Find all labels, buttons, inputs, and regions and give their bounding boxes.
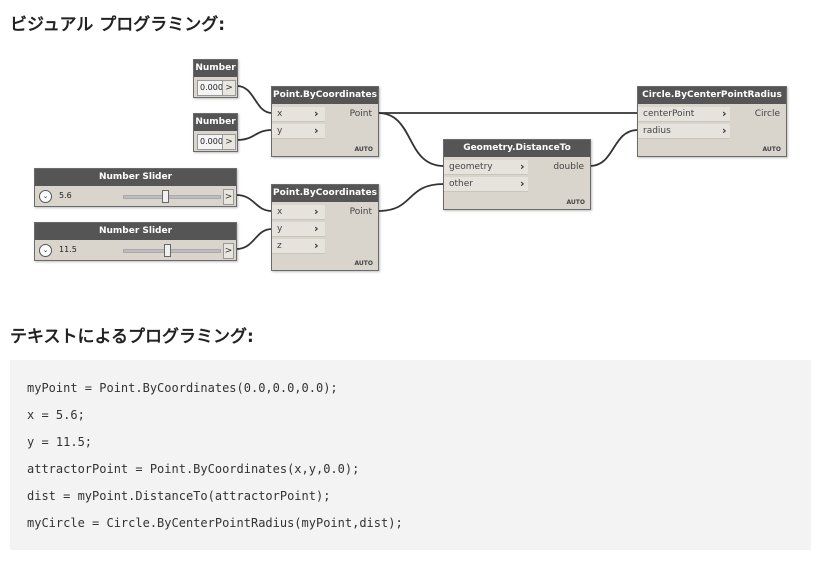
input-port-z[interactable]: z › <box>277 239 319 252</box>
chevron-right-icon: › <box>722 107 727 120</box>
node-title: Number Slider <box>35 169 236 186</box>
node-title: Geometry.DistanceTo <box>444 140 590 157</box>
chevron-right-icon: › <box>314 222 319 235</box>
input-port-radius[interactable]: radius › <box>643 124 727 137</box>
number-value-field[interactable]: 0.000 <box>197 134 223 150</box>
code-block: myPoint = Point.ByCoordinates(0.0,0.0,0.… <box>10 360 811 550</box>
chevron-down-icon[interactable]: ⌄ <box>39 190 52 203</box>
number-slider-node-2[interactable]: Number Slider ⌄ 11.5 > <box>34 222 237 261</box>
wire-slider1-to-point2-x <box>235 194 273 212</box>
input-port-y[interactable]: y › <box>277 124 319 137</box>
input-port-geometry[interactable]: geometry › <box>449 160 525 173</box>
auto-label: AUTO <box>354 260 373 267</box>
geometry-distance-to-node[interactable]: Geometry.DistanceTo geometry › other › d… <box>443 139 591 210</box>
input-port-centerpoint[interactable]: centerPoint › <box>643 107 727 120</box>
output-arrow-icon[interactable]: > <box>223 189 234 205</box>
chevron-right-icon: › <box>722 124 727 137</box>
auto-label: AUTO <box>354 146 373 153</box>
node-title: Number <box>194 114 237 131</box>
input-port-other[interactable]: other › <box>449 177 525 190</box>
output-arrow-icon[interactable]: > <box>222 134 236 150</box>
number-slider-node-1[interactable]: Number Slider ⌄ 5.6 > <box>34 168 237 207</box>
chevron-right-icon: › <box>314 124 319 137</box>
output-arrow-icon[interactable]: > <box>222 80 236 96</box>
wire-number2-to-point1-y <box>236 129 273 141</box>
node-title: Point.ByCoordinates <box>272 185 378 202</box>
chevron-right-icon: › <box>520 177 525 190</box>
wire-point1-to-distance-geometry <box>377 112 445 167</box>
slider-track[interactable] <box>123 249 221 253</box>
chevron-down-icon[interactable]: ⌄ <box>39 244 52 257</box>
wire-slider2-to-point2-y <box>235 228 273 250</box>
number-node-2[interactable]: Number 0.000 > <box>193 113 238 152</box>
output-arrow-icon[interactable]: > <box>223 243 234 259</box>
auto-label: AUTO <box>762 146 781 153</box>
point-by-coordinates-node-1[interactable]: Point.ByCoordinates x › y › Point AUTO <box>271 86 379 157</box>
slider-thumb[interactable] <box>164 244 172 257</box>
chevron-right-icon: › <box>314 205 319 218</box>
slider-value: 11.5 <box>59 245 77 254</box>
slider-thumb[interactable] <box>162 190 170 203</box>
visual-programming-heading: ビジュアル プログラミング: <box>10 15 226 35</box>
chevron-right-icon: › <box>520 160 525 173</box>
chevron-right-icon: › <box>314 107 319 120</box>
input-port-x[interactable]: x › <box>277 205 319 218</box>
point-by-coordinates-node-2[interactable]: Point.ByCoordinates x › y › z › Point AU… <box>271 184 379 271</box>
code-line: dist = myPoint.DistanceTo(attractorPoint… <box>27 489 331 503</box>
code-line: myPoint = Point.ByCoordinates(0.0,0.0,0.… <box>27 381 338 395</box>
input-port-y[interactable]: y › <box>277 222 319 235</box>
slider-track[interactable] <box>123 195 221 199</box>
node-title: Circle.ByCenterPointRadius <box>638 87 786 104</box>
wire-distance-to-circle-radius <box>589 129 639 167</box>
code-line: x = 5.6; <box>27 408 85 422</box>
output-port-double[interactable]: double <box>553 162 584 172</box>
code-line: y = 11.5; <box>27 435 93 449</box>
slider-value: 5.6 <box>59 191 72 200</box>
circle-by-center-point-radius-node[interactable]: Circle.ByCenterPointRadius centerPoint ›… <box>637 86 787 157</box>
wire-point2-to-distance-other <box>377 183 445 212</box>
chevron-right-icon: › <box>314 239 319 252</box>
code-line: myCircle = Circle.ByCenterPointRadius(my… <box>27 516 403 530</box>
wire-number1-to-point1-x <box>236 85 273 114</box>
output-port-point[interactable]: Point <box>349 109 372 119</box>
node-title: Point.ByCoordinates <box>272 87 378 104</box>
auto-label: AUTO <box>566 199 585 206</box>
code-line: attractorPoint = Point.ByCoordinates(x,y… <box>27 462 360 476</box>
number-value-field[interactable]: 0.000 <box>197 80 223 96</box>
number-node-1[interactable]: Number 0.000 > <box>193 59 238 98</box>
wires-layer <box>235 85 639 250</box>
node-graph-canvas[interactable]: Number 0.000 > Number 0.000 > Number Sli… <box>0 0 823 300</box>
node-title: Number Slider <box>35 223 236 240</box>
output-port-point[interactable]: Point <box>349 207 372 217</box>
node-title: Number <box>194 60 237 77</box>
text-programming-heading: テキストによるプログラミング: <box>10 327 254 347</box>
input-port-x[interactable]: x › <box>277 107 319 120</box>
output-port-circle[interactable]: Circle <box>754 109 780 119</box>
